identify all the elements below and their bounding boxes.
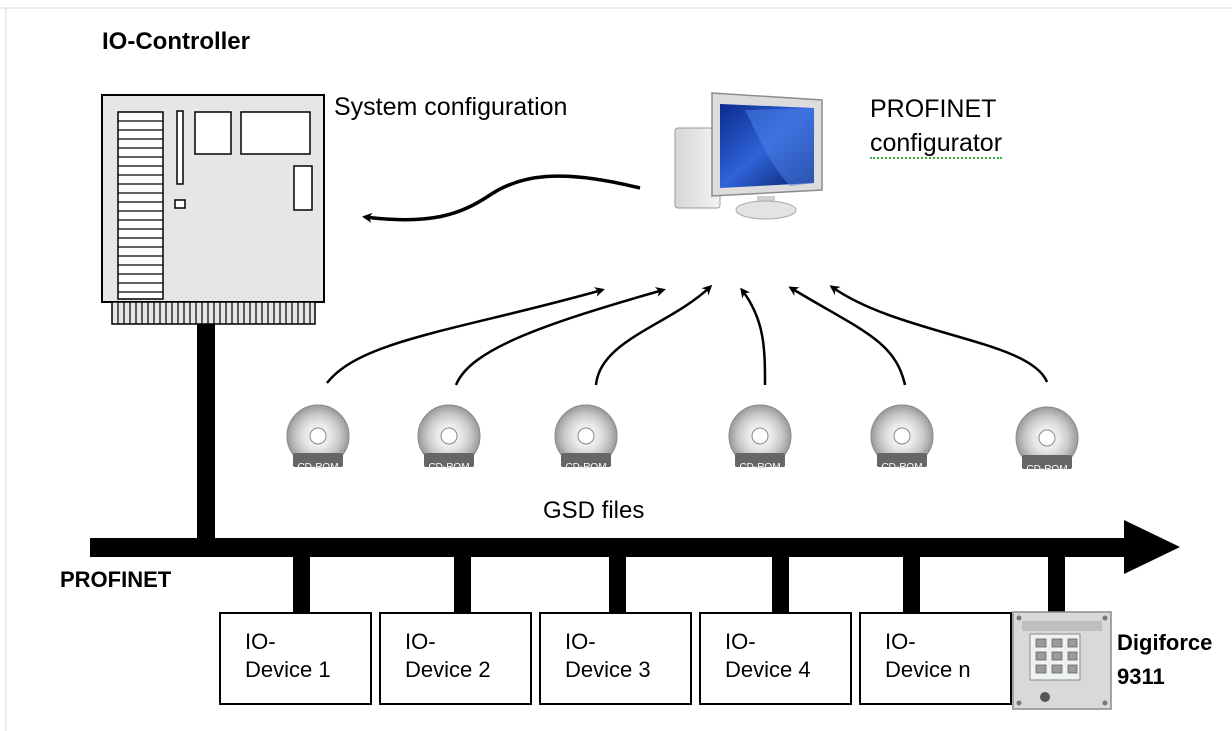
io-device-1: IO- Device 1 [219, 612, 372, 705]
gsd-files-label: GSD files [543, 497, 645, 524]
system-config-arrow [362, 174, 641, 223]
io-device-4: IO- Device 4 [699, 612, 852, 705]
profinet-bus [90, 520, 1180, 574]
io-device-n: IO- Device n [859, 612, 1012, 705]
cd-label: CD-ROM [881, 462, 922, 473]
device-bus-drops [293, 556, 1065, 612]
device-label-line2: Device 3 [565, 657, 651, 682]
io-controller-device [101, 94, 325, 325]
device-label-line1: IO- [565, 629, 596, 654]
device-label-line2: Device 1 [245, 657, 331, 682]
device-label-line2: Device 2 [405, 657, 491, 682]
controller-bus-drop [197, 324, 215, 546]
device-label-line1: IO- [725, 629, 756, 654]
cd-label: CD-ROM [297, 462, 338, 473]
digiforce-model: 9311 [1117, 664, 1165, 689]
cd-label: CD-ROM [428, 462, 469, 473]
profinet-bus-label: PROFINET [60, 567, 172, 592]
io-device-2: IO- Device 2 [379, 612, 532, 705]
profinet-configurator-label: PROFINET configurator [870, 92, 1003, 160]
device-label-line2: Device 4 [725, 657, 811, 682]
system-configuration-label: System configuration [334, 93, 568, 121]
cd-label: CD-ROM [565, 462, 606, 473]
cd-label: CD-ROM [1026, 464, 1067, 475]
cd-labels: CD-ROM CD-ROM CD-ROM CD-ROM CD-ROM CD-RO… [297, 462, 1067, 475]
device-label-line2: Device n [885, 657, 971, 682]
io-device-3: IO- Device 3 [539, 612, 692, 705]
gsd-cd-icons [286, 404, 1079, 470]
configurator-line1: PROFINET [870, 95, 997, 123]
configurator-computer-icon [674, 92, 823, 220]
digiforce-name: Digiforce [1117, 630, 1213, 655]
device-label-line1: IO- [405, 629, 436, 654]
configurator-line2: configurator [870, 129, 1003, 159]
digiforce-label: Digiforce 9311 [1117, 626, 1212, 694]
device-label-line1: IO- [245, 629, 276, 654]
device-label-line1: IO- [885, 629, 916, 654]
io-controller-title: IO-Controller [102, 28, 250, 55]
digiforce-device-image [1012, 611, 1112, 710]
cd-label: CD-ROM [739, 462, 780, 473]
gsd-arrows [326, 284, 1049, 386]
